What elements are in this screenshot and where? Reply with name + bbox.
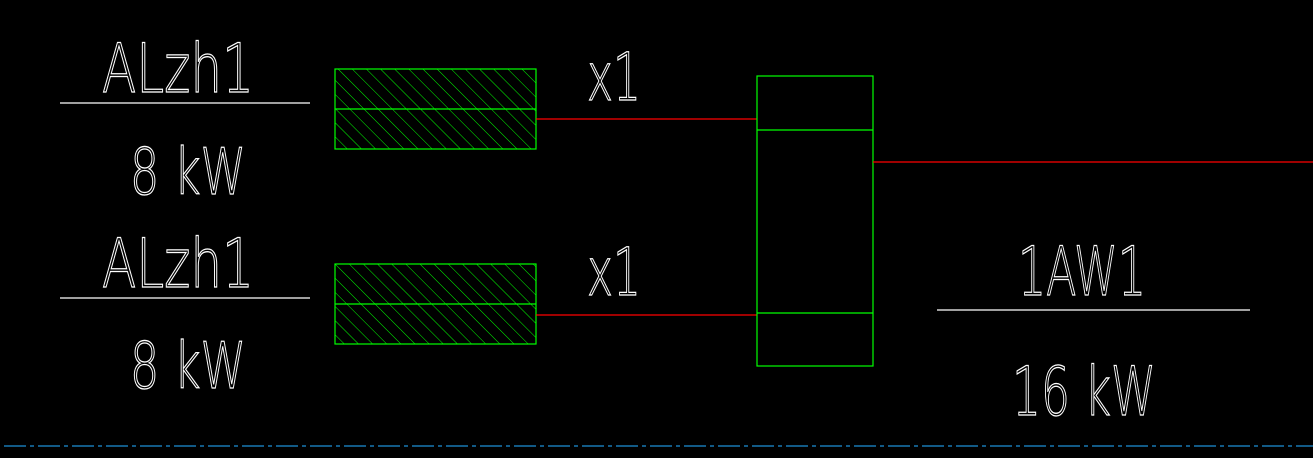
- source-1-power: 8 kW: [130, 136, 246, 210]
- source-2-multiplier: x1: [587, 234, 641, 311]
- source-1-multiplier: x1: [587, 39, 641, 116]
- output-feeder: 1AW1 16 kW: [873, 161, 1313, 433]
- output-name: 1AW1: [1018, 233, 1146, 312]
- source-2-name: ALzh1: [102, 225, 254, 304]
- source-1-name: ALzh1: [102, 30, 254, 109]
- output-power: 16 kW: [1012, 353, 1156, 432]
- source-1: ALzh1 8 kW x1: [60, 29, 757, 211]
- combiner-outline: [756, 75, 874, 367]
- source-2-power: 8 kW: [130, 330, 246, 404]
- source-2: ALzh1 8 kW x1: [60, 224, 757, 405]
- combiner-panel: [756, 75, 874, 367]
